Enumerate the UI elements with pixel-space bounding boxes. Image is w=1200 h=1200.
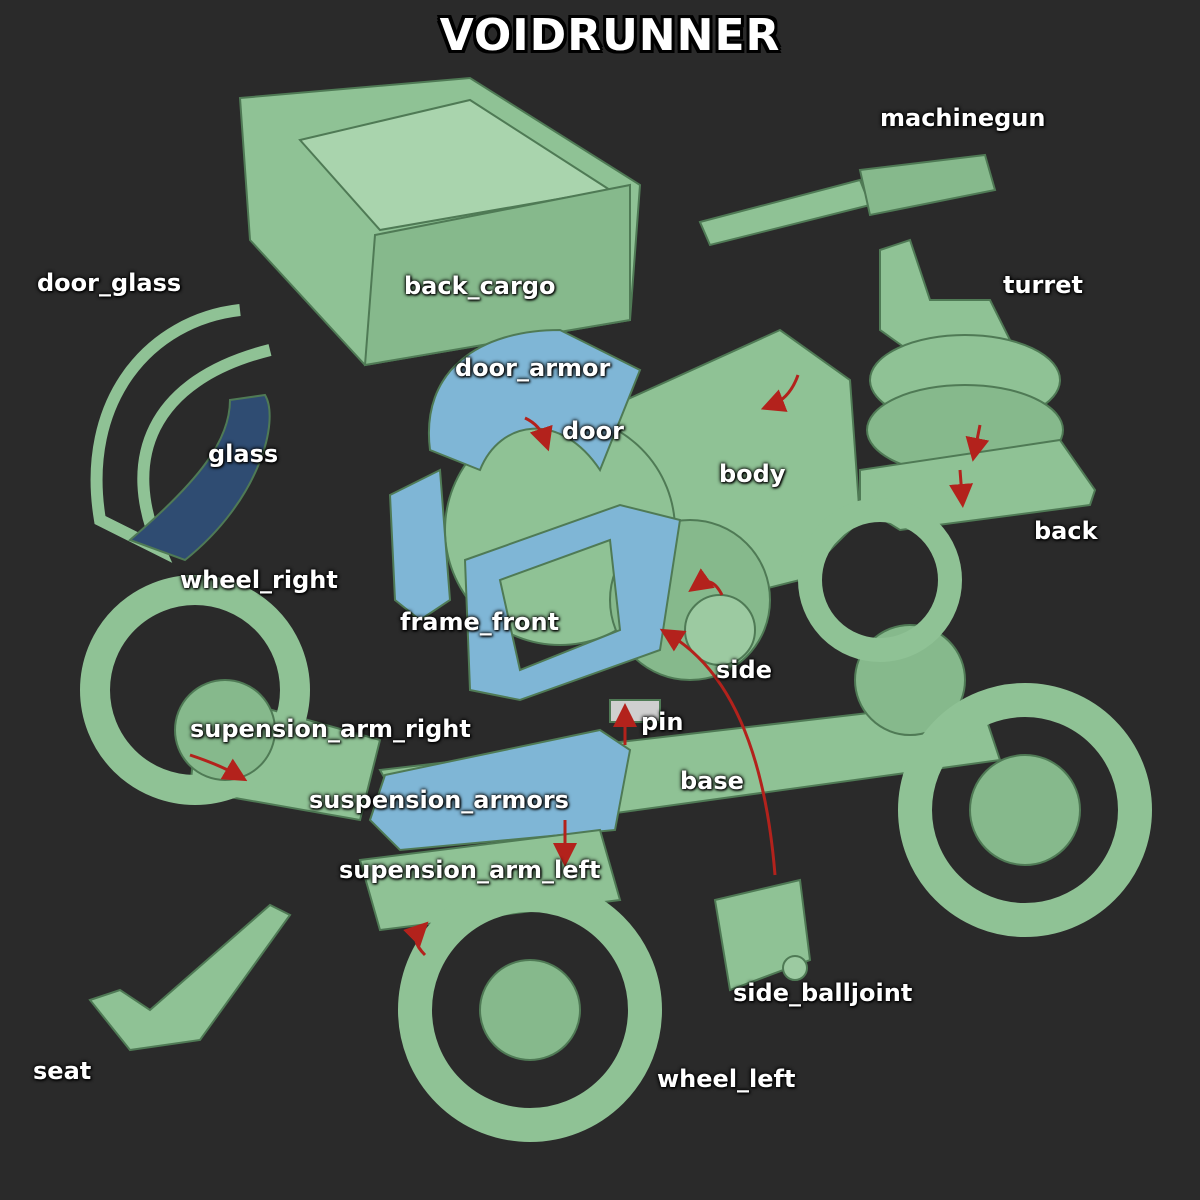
label-door: door bbox=[562, 417, 624, 445]
part-seat bbox=[88, 903, 292, 1052]
label-body: body bbox=[719, 460, 786, 488]
part-turret bbox=[866, 238, 1064, 476]
arrow-door-armor bbox=[524, 416, 553, 452]
part-machinegun bbox=[698, 153, 997, 247]
part-door-glass bbox=[90, 304, 272, 563]
part-glass bbox=[128, 393, 271, 562]
arrow-arm-right bbox=[189, 753, 248, 782]
label-supension-arm-left: supension_arm_left bbox=[339, 856, 601, 884]
part-back-cargo bbox=[238, 76, 642, 367]
label-glass: glass bbox=[208, 440, 279, 468]
arrow-arm-left bbox=[403, 921, 429, 957]
arrow-turret-2 bbox=[949, 469, 974, 508]
part-frame-front bbox=[388, 468, 682, 702]
arrow-turret-1 bbox=[965, 424, 990, 462]
part-wheel-front-right bbox=[898, 683, 1152, 937]
label-side: side bbox=[716, 656, 772, 684]
label-suspension-armors: suspension_armors bbox=[309, 786, 569, 814]
arrow-side bbox=[688, 568, 724, 596]
label-seat: seat bbox=[33, 1057, 92, 1085]
label-side-balljoint: side_balljoint bbox=[733, 979, 913, 1007]
part-door-armor bbox=[427, 328, 642, 473]
diagram-title: VOIDRUNNER bbox=[439, 10, 781, 61]
label-back-cargo: back_cargo bbox=[404, 272, 556, 300]
label-door-glass: door_glass bbox=[37, 269, 182, 297]
label-wheel-right: wheel_right bbox=[180, 566, 338, 594]
label-wheel-left: wheel_left bbox=[657, 1065, 796, 1093]
part-wheel-back bbox=[798, 498, 962, 662]
label-machinegun: machinegun bbox=[880, 104, 1046, 132]
label-back: back bbox=[1034, 517, 1098, 545]
arrow-balljoint bbox=[659, 628, 777, 876]
part-wheel-right bbox=[80, 575, 310, 805]
label-base: base bbox=[680, 767, 744, 795]
label-supension-arm-right: supension_arm_right bbox=[190, 715, 471, 743]
label-door-armor: door_armor bbox=[455, 354, 611, 382]
label-turret: turret bbox=[1003, 271, 1083, 299]
arrow-body bbox=[760, 374, 800, 412]
part-side-balljoint bbox=[713, 878, 812, 992]
label-pin: pin bbox=[641, 708, 684, 736]
assembly-arrows bbox=[189, 374, 990, 957]
label-frame-front: frame_front bbox=[400, 608, 560, 636]
part-wheel-left bbox=[398, 878, 662, 1142]
